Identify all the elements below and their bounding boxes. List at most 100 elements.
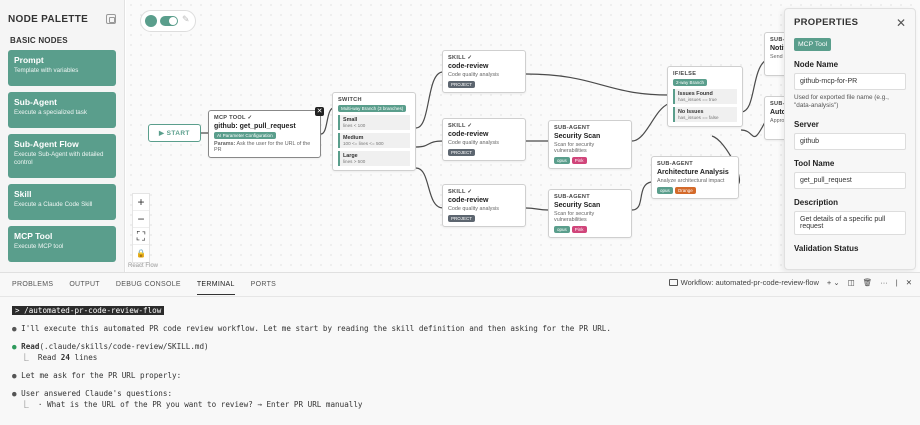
case-condition: lines < 100 [343, 123, 366, 128]
params-label: Params: [214, 141, 236, 147]
toggle-switch[interactable] [160, 16, 178, 26]
case-condition: lines > 500 [343, 159, 366, 164]
node-type: SWITCH [338, 97, 362, 103]
pin-icon[interactable]: ✎ [182, 14, 190, 24]
edge [320, 107, 334, 135]
tool-arg: (.claude/skills/code-review/SKILL.md) [39, 342, 209, 351]
edge [415, 140, 444, 148]
terminal-answer: ⎿ · What is the URL of the PR you want t… [21, 400, 363, 409]
start-node[interactable]: ▶ START [148, 124, 201, 142]
palette-item-title: Skill [14, 189, 32, 199]
prompt-symbol: > [15, 306, 20, 315]
node-desc: Appro [770, 118, 785, 124]
node-name: Notif [770, 45, 786, 52]
case-condition: 100 <= lines <= 500 [343, 141, 384, 146]
delete-node-icon[interactable]: ✕ [315, 107, 324, 116]
node-name: code-review [448, 63, 489, 70]
project-tag: PROJECT [448, 149, 476, 156]
edge [631, 181, 652, 211]
switch-node[interactable]: SWITCH Multi-way Branch (3 branches) Sma… [332, 92, 416, 171]
skill-node[interactable]: SKILL ✓ code-review Code quality analysi… [442, 118, 526, 161]
palette-item-sub-agent-flow[interactable]: Sub-Agent Flow Execute Sub-Agent with de… [8, 134, 116, 178]
model-tag: opus [554, 226, 570, 233]
lock-icon[interactable]: 🔒 [136, 249, 146, 258]
collapse-palette-icon[interactable] [106, 14, 116, 24]
description-field: Get details of a specific pull request [794, 210, 906, 235]
palette-item-prompt[interactable]: Prompt Template with variables [8, 50, 116, 86]
terminal-line: Let me ask for the PR URL properly: [21, 371, 182, 380]
palette-item-skill[interactable]: Skill Execute a Claude Code Skill [8, 184, 116, 220]
node-name-label: Node Name [794, 60, 839, 69]
bullet-icon: ● [12, 389, 17, 398]
sub-agent-node[interactable]: SUB-AGENT Security Scan Scan for securit… [548, 120, 632, 169]
sub-agent-node[interactable]: SUB-AGENT Security Scan Scan for securit… [548, 189, 632, 238]
node-type: MCP TOOL ✓ [214, 115, 253, 121]
node-desc: Code quality analysis [448, 140, 499, 146]
palette-item-title: MCP Tool [14, 231, 53, 241]
node-badge: Multi-way Branch (3 branches) [338, 105, 407, 112]
palette-item-desc: Execute Sub-Agent with detailed control [14, 151, 104, 166]
node-type: SUB- [770, 37, 785, 43]
close-icon[interactable]: ✕ [895, 15, 906, 30]
tab-debug-console[interactable]: DEBUG CONSOLE [115, 281, 181, 288]
split-terminal-icon[interactable]: ◫ [847, 278, 855, 287]
terminal-output[interactable]: > /automated-pr-code-review-flow ● I'll … [12, 305, 910, 410]
case-name: Issues Found [678, 91, 713, 97]
server-label: Server [794, 119, 819, 129]
tool-result: ⎿ Read [21, 353, 61, 362]
node-name: Architecture Analysis [657, 169, 729, 176]
react-flow-attribution[interactable]: React Flow [128, 263, 159, 269]
node-palette: NODE PALETTE BASIC NODES Prompt Template… [0, 0, 125, 272]
node-name: Auto [770, 109, 786, 116]
case-condition: has_issues == true [678, 97, 717, 102]
edge [631, 103, 669, 142]
switch-case: Medium 100 <= lines <= 500 [338, 133, 410, 148]
skill-node[interactable]: SKILL ✓ code-review Code quality analysi… [442, 184, 526, 227]
case-condition: has_issues == false [678, 115, 719, 120]
node-desc: Analyze architectural impact [657, 178, 725, 184]
node-type: SUB-AGENT [657, 161, 693, 167]
color-tag: Pink [571, 157, 587, 164]
node-name-hint: Used for exported file name (e.g., "data… [794, 94, 889, 110]
sub-agent-node[interactable]: SUB-AGENT Architecture Analysis Analyze … [651, 156, 739, 199]
canvas-toggle[interactable]: ✎ [140, 10, 196, 32]
zoom-in-icon[interactable]: + [133, 194, 149, 211]
terminal-name[interactable]: Workflow: automated-pr-code-review-flow [680, 278, 819, 287]
palette-title: NODE PALETTE [8, 13, 89, 25]
divider: | [895, 278, 898, 287]
tool-result-count: 24 [60, 353, 70, 362]
trash-icon[interactable]: 🗑 [862, 278, 873, 287]
palette-item-mcp-tool[interactable]: MCP Tool Execute MCP tool [8, 226, 116, 262]
close-panel-icon[interactable]: ✕ [905, 278, 912, 287]
project-tag: PROJECT [448, 215, 476, 222]
tool-result-suffix: lines [69, 353, 98, 362]
node-type: IF/ELSE [673, 71, 697, 77]
if-else-node[interactable]: IF/ELSE 2-way Branch Issues Found has_is… [667, 66, 743, 127]
toggle-indicator-icon [145, 15, 157, 27]
node-desc: Code quality analysis [448, 206, 499, 212]
case-name: Small [343, 117, 358, 123]
fit-view-icon[interactable]: ⛶ [133, 228, 149, 245]
node-type: SKILL ✓ [448, 55, 473, 61]
tab-output[interactable]: OUTPUT [69, 281, 100, 288]
terminal-actions: Workflow: automated-pr-code-review-flow … [661, 278, 912, 287]
tab-problems[interactable]: PROBLEMS [12, 281, 54, 288]
palette-item-sub-agent[interactable]: Sub-Agent Execute a specialized task [8, 92, 116, 128]
switch-case: Large lines > 500 [338, 151, 410, 166]
node-name-field[interactable]: github-mcp-for-PR [794, 73, 906, 90]
zoom-out-icon[interactable]: − [133, 211, 149, 228]
mcp-tool-node[interactable]: ✕ MCP TOOL ✓ github: get_pull_request AI… [208, 107, 324, 158]
edge [525, 73, 669, 96]
panel-tabs: PROBLEMS OUTPUT DEBUG CONSOLE TERMINAL P… [0, 273, 920, 297]
tab-ports[interactable]: PORTS [250, 281, 277, 288]
new-terminal-icon[interactable]: + ⌄ [826, 278, 840, 287]
zoom-controls: + − ⛶ 🔒 [132, 193, 150, 263]
skill-node[interactable]: SKILL ✓ code-review Code quality analysi… [442, 50, 526, 93]
palette-item-desc: Execute a Claude Code Skill [14, 201, 93, 208]
node-desc: Scan for security vulnerabilities [554, 211, 595, 223]
tab-terminal[interactable]: TERMINAL [196, 275, 235, 295]
terminal-line: User answered Claude's questions: [21, 389, 173, 398]
more-icon[interactable]: ··· [880, 278, 888, 287]
tool-name-label: Tool Name [794, 158, 835, 168]
edge [415, 71, 444, 129]
